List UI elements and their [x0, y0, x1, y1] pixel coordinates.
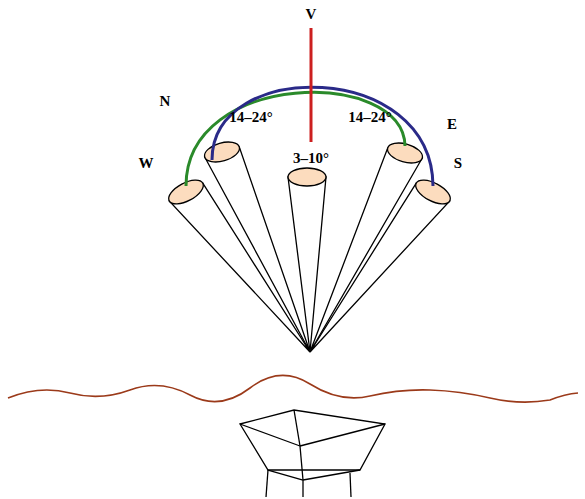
direction-label: W — [139, 156, 154, 171]
tube-body — [310, 148, 422, 352]
direction-label: N — [160, 94, 171, 109]
tube-body — [288, 177, 326, 352]
direction-label: S — [454, 156, 462, 171]
tube-mouth — [202, 138, 242, 165]
tube-mouth — [288, 168, 326, 186]
direction-label: E — [447, 117, 457, 132]
tube-bundle — [165, 138, 454, 352]
vertical-line — [310, 28, 313, 142]
angle-label: 14–24° — [348, 110, 392, 125]
angle-label: 14–24° — [229, 110, 273, 125]
angle-label: 3–10° — [293, 151, 329, 166]
ew-arc — [186, 92, 405, 186]
ground-line — [8, 375, 578, 402]
ns-arc — [212, 87, 433, 186]
direction-label: V — [306, 7, 317, 22]
base-housing — [240, 410, 385, 497]
